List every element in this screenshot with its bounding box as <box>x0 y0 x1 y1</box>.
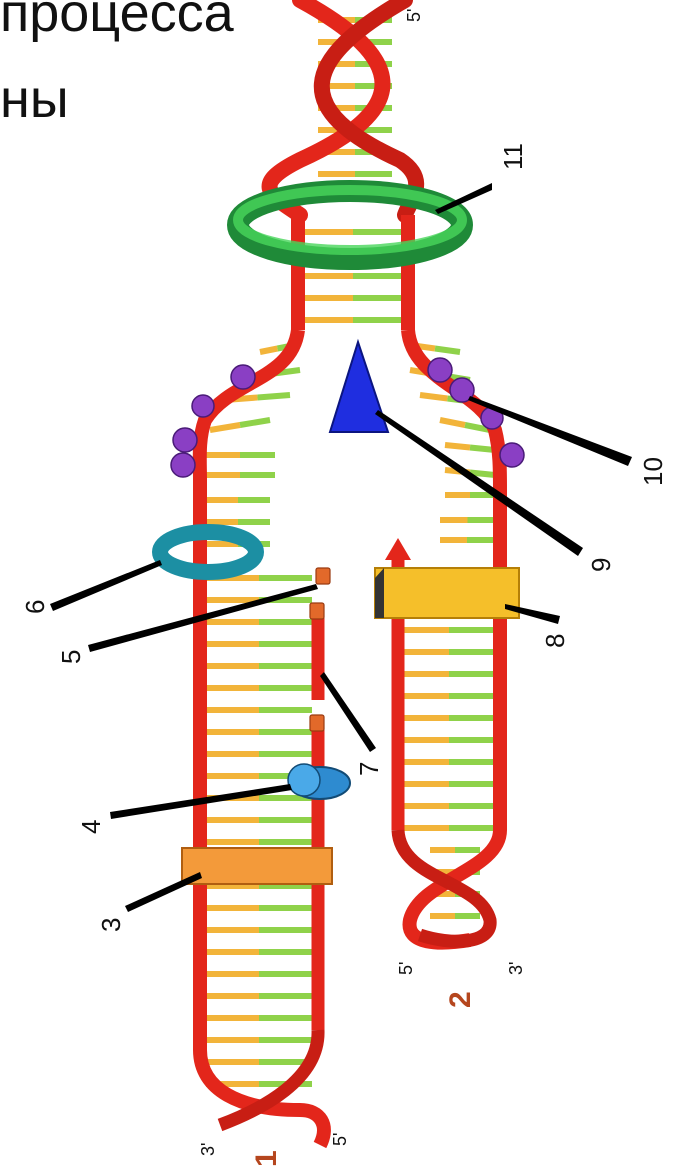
label-6: 6 <box>20 600 50 614</box>
base-fork-left-2-half-b <box>258 395 291 398</box>
helicase-ring <box>238 190 462 259</box>
strand-end-bottom-left-a: 3' <box>198 1143 218 1156</box>
primase-triangle <box>330 342 388 432</box>
label-7: 7 <box>354 762 384 776</box>
label-9: 9 <box>586 558 616 572</box>
base-fork-right-0-half-b <box>435 349 460 353</box>
base-fork-right-2-half-a <box>420 395 448 399</box>
sliding-clamp <box>160 532 256 572</box>
strand-end-bottom-right-b: 3' <box>506 962 526 975</box>
strand-end-bottom-left-b: 5' <box>330 1133 350 1146</box>
polymerase-leading <box>375 568 519 618</box>
label-3: 3 <box>96 918 126 932</box>
dna-ligase <box>288 764 350 799</box>
leading-strand-arrow <box>385 538 411 560</box>
strand-end-top-right: 5' <box>404 9 424 22</box>
base-fork-left-3-half-b <box>240 420 270 425</box>
label-4: 4 <box>76 820 106 834</box>
label-pointers <box>50 183 632 912</box>
base-fork-right-4-half-a <box>445 445 470 448</box>
polymerase-lagging <box>182 848 332 884</box>
base-fork-left-0-half-a <box>260 349 278 353</box>
base-fork-right-3-half-a <box>440 420 465 425</box>
label-5: 5 <box>56 650 86 664</box>
base-fork-left-3-half-a <box>210 425 240 430</box>
chain-number-1: 1 <box>250 1150 283 1167</box>
strand-end-bottom-right-a: 5' <box>396 962 416 975</box>
chain-number-2: 2 <box>444 991 477 1008</box>
label-11: 11 <box>498 143 528 170</box>
label-10: 10 <box>638 457 668 486</box>
label-8: 8 <box>540 634 570 648</box>
